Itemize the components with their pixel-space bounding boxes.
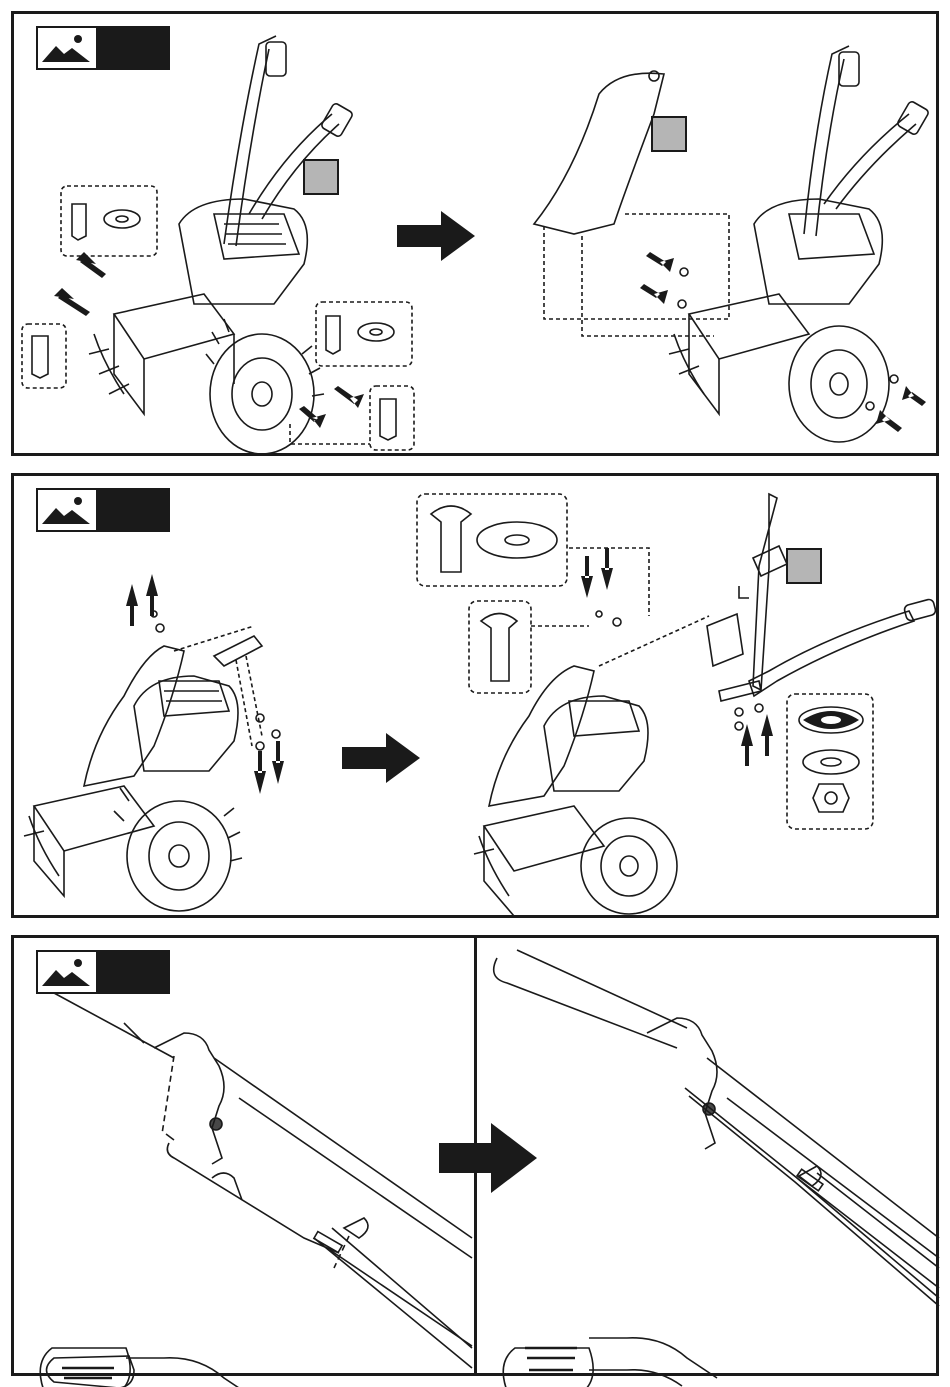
handlebar-cable-after <box>477 938 939 1376</box>
tiller-illustration-right <box>409 476 889 916</box>
step-panel-2 <box>11 473 939 918</box>
tiller-illustration-right <box>514 14 934 454</box>
next-step-arrow <box>397 211 477 261</box>
step-panel-3 <box>11 935 939 1376</box>
handlebar-cable-before <box>14 938 472 1376</box>
step-panel-1 <box>11 11 939 456</box>
tiller-illustration-left <box>14 476 334 916</box>
tiller-illustration-left <box>14 14 434 454</box>
